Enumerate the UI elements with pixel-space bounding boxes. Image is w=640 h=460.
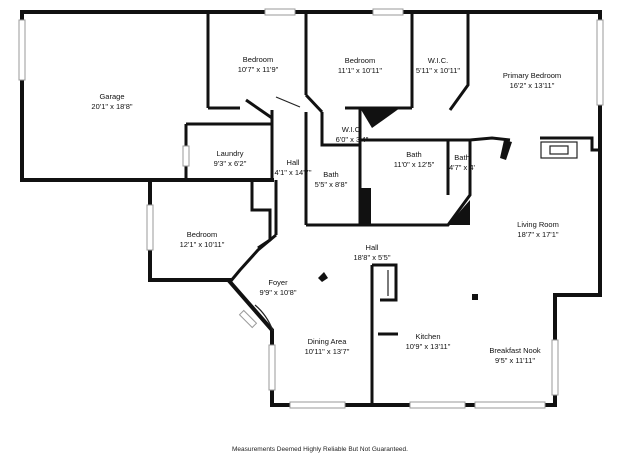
room-dimensions: 6'0" x 3'4" bbox=[335, 135, 369, 144]
room-dimensions: 12'1" x 10'11" bbox=[179, 240, 225, 249]
room-garage: Garage 20'1" x 18'8" bbox=[91, 92, 132, 112]
windows bbox=[18, 8, 604, 409]
room-dimensions: 4'1" x 14'7" bbox=[274, 168, 312, 177]
room-dimensions: 16'2" x 13'11" bbox=[509, 81, 555, 90]
room-kitchen: Kitchen 10'9" x 13'11" bbox=[406, 332, 451, 352]
room-bedroom-3: Bedroom 12'1" x 10'11" bbox=[180, 230, 225, 250]
room-dimensions: 10'9" x 13'11" bbox=[405, 342, 451, 351]
room-primary-bedroom: Primary Bedroom 16'2" x 13'11" bbox=[503, 71, 561, 91]
room-name: Laundry bbox=[216, 149, 244, 158]
room-laundry: Laundry 9'3" x 6'2" bbox=[214, 149, 247, 169]
room-dimensions: 10'7" x 11'9" bbox=[237, 65, 279, 74]
room-bath-1: Bath 5'5" x 8'8" bbox=[315, 170, 348, 190]
room-dimensions: 4'7" x 4' bbox=[449, 163, 475, 172]
room-dimensions: 18'8" x 5'5" bbox=[353, 253, 391, 262]
room-name: Bath bbox=[323, 170, 339, 179]
room-hall-1: Hall 4'1" x 14'7" bbox=[275, 158, 312, 178]
room-dimensions: 9'9" x 10'8" bbox=[259, 288, 297, 297]
interior-walls bbox=[20, 12, 600, 405]
room-name: Primary Bedroom bbox=[502, 71, 562, 80]
room-name: Living Room bbox=[517, 220, 559, 229]
room-wic-2: W.I.C. 6'0" x 3'4" bbox=[336, 125, 369, 145]
room-name: Bedroom bbox=[186, 230, 218, 239]
room-bath-2: Bath 11'0" x 12'5" bbox=[394, 150, 435, 170]
room-name: Kitchen bbox=[415, 332, 441, 341]
room-name: Breakfast Nook bbox=[489, 346, 541, 355]
room-name: Hall bbox=[365, 243, 379, 252]
room-dimensions: 10'11" x 13'7" bbox=[304, 347, 350, 356]
room-dimensions: 5'11" x 10'11" bbox=[415, 66, 461, 75]
room-name: Dining Area bbox=[307, 337, 347, 346]
disclaimer-text: Measurements Deemed Highly Reliable But … bbox=[232, 446, 408, 453]
room-name: Garage bbox=[99, 92, 125, 101]
room-name: W.I.C. bbox=[427, 56, 449, 65]
room-name: Bedroom bbox=[242, 55, 274, 64]
room-name: Bath bbox=[406, 150, 422, 159]
room-dimensions: 20'1" x 18'8" bbox=[91, 102, 133, 111]
room-dimensions: 5'5" x 8'8" bbox=[314, 180, 348, 189]
room-bath-3: Bath 4'7" x 4' bbox=[449, 153, 475, 173]
room-breakfast-nook: Breakfast Nook 9'5" x 11'11" bbox=[489, 346, 540, 366]
room-dimensions: 11'1" x 10'11" bbox=[337, 66, 383, 75]
room-dining-area: Dining Area 10'11" x 13'7" bbox=[305, 337, 350, 357]
room-wic-1: W.I.C. 5'11" x 10'11" bbox=[416, 56, 460, 76]
room-dimensions: 18'7" x 17'1" bbox=[517, 230, 559, 239]
room-name: Foyer bbox=[268, 278, 288, 287]
room-foyer: Foyer 9'9" x 10'8" bbox=[260, 278, 297, 298]
room-name: Bath bbox=[454, 153, 470, 162]
room-bedroom-2: Bedroom 11'1" x 10'11" bbox=[338, 56, 382, 76]
room-dimensions: 9'5" x 11'11" bbox=[494, 356, 536, 365]
room-living-room: Living Room 18'7" x 17'1" bbox=[517, 220, 559, 240]
room-dimensions: 9'3" x 6'2" bbox=[213, 159, 247, 168]
room-name: W.I.C. bbox=[341, 125, 363, 134]
room-name: Hall bbox=[286, 158, 300, 167]
room-bedroom-1: Bedroom 10'7" x 11'9" bbox=[238, 55, 279, 75]
room-name: Bedroom bbox=[344, 56, 376, 65]
room-dimensions: 11'0" x 12'5" bbox=[393, 160, 435, 169]
room-hall-2: Hall 18'8" x 5'5" bbox=[354, 243, 391, 263]
